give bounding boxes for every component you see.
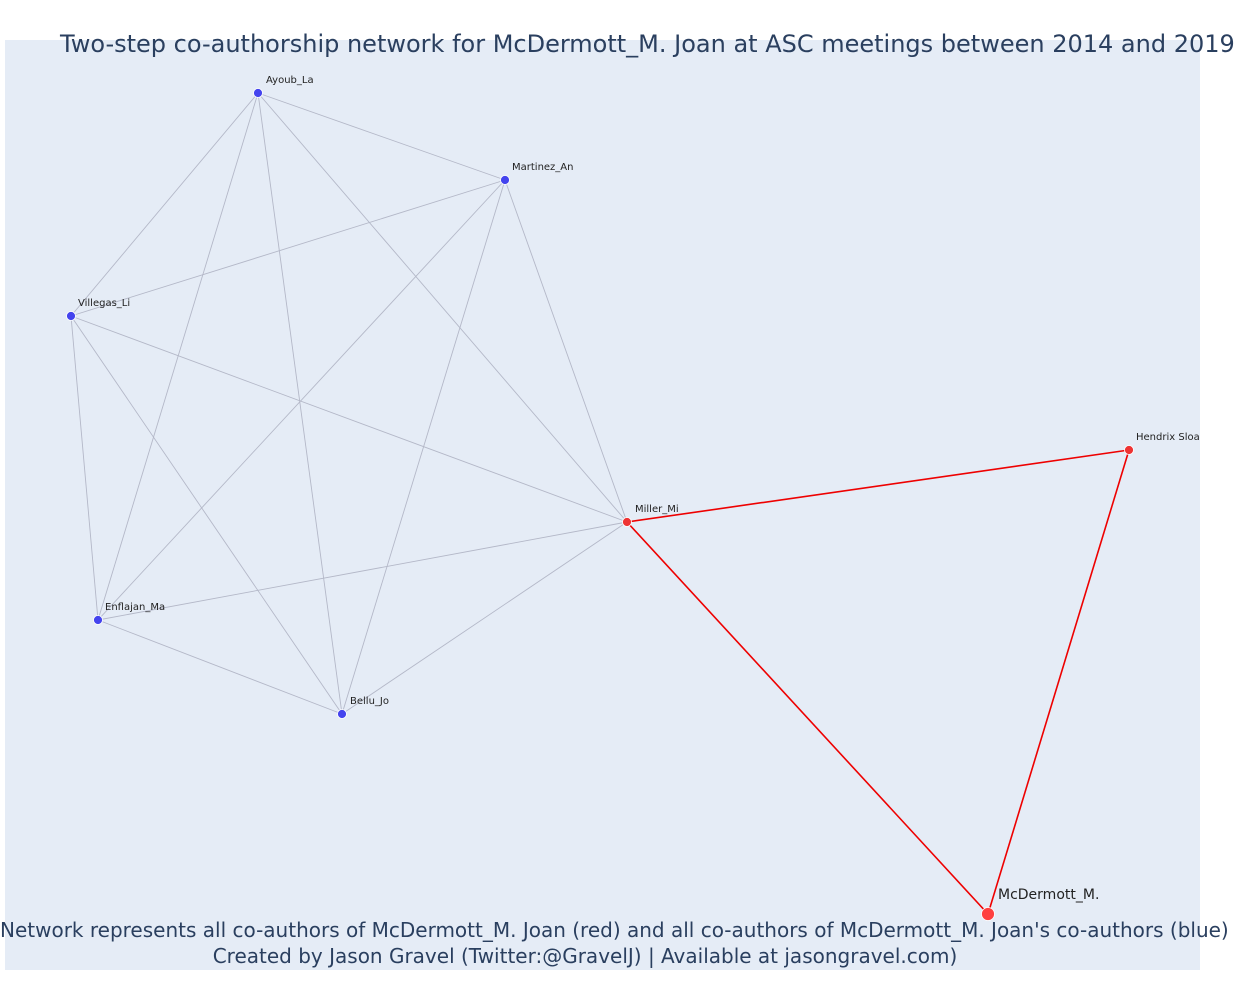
- edge-ayoub-martinez: [257, 92, 506, 181]
- edge-bellu-miller: [341, 521, 628, 715]
- node-label-miller: Miller_Mi: [635, 504, 679, 515]
- node-miller[interactable]: [622, 517, 632, 527]
- edge-enflajan-miller: [97, 521, 628, 621]
- node-label-villegas: Villegas_Li: [78, 298, 130, 309]
- node-label-enflajan: Enflajan_Ma: [105, 602, 165, 613]
- node-hendrix[interactable]: [1124, 445, 1134, 455]
- edge-hendrix-mcdermott: [987, 449, 1130, 915]
- edge-martinez-villegas: [70, 179, 506, 317]
- edge-martinez-miller: [504, 179, 628, 523]
- edge-layer: [70, 92, 1130, 915]
- edge-ayoub-enflajan: [97, 92, 259, 621]
- node-label-hendrix: Hendrix Sloa: [1136, 432, 1200, 443]
- node-ayoub[interactable]: [253, 88, 263, 98]
- edge-enflajan-bellu: [97, 619, 343, 715]
- edge-villegas-enflajan: [70, 315, 99, 621]
- edge-villegas-bellu: [70, 315, 343, 715]
- chart-title: Two-step co-authorship network for McDer…: [60, 30, 1235, 58]
- caption-line-1: Network represents all co-authors of McD…: [0, 918, 1229, 942]
- node-layer: [66, 88, 1134, 921]
- edge-ayoub-bellu: [257, 92, 343, 715]
- caption-line-2: Created by Jason Gravel (Twitter:@Gravel…: [212, 944, 958, 968]
- edge-ayoub-miller: [257, 92, 628, 523]
- node-mcdermott[interactable]: [981, 907, 995, 921]
- edge-ayoub-villegas: [70, 92, 259, 317]
- node-bellu[interactable]: [337, 709, 347, 719]
- edge-miller-hendrix: [626, 449, 1130, 523]
- node-label-mcdermott: McDermott_M.: [998, 887, 1099, 903]
- coauthorship-network: Ayoub_LaMartinez_AnVillegas_LiEnflajan_M…: [66, 75, 1200, 921]
- node-villegas[interactable]: [66, 311, 76, 321]
- edge-villegas-miller: [70, 315, 628, 523]
- edge-miller-mcdermott: [626, 521, 989, 915]
- node-enflajan[interactable]: [93, 615, 103, 625]
- edge-martinez-enflajan: [97, 179, 506, 621]
- node-martinez[interactable]: [500, 175, 510, 185]
- label-layer: Ayoub_LaMartinez_AnVillegas_LiEnflajan_M…: [78, 75, 1200, 903]
- node-label-martinez: Martinez_An: [512, 162, 573, 173]
- node-label-ayoub: Ayoub_La: [266, 75, 314, 86]
- node-label-bellu: Bellu_Jo: [350, 696, 389, 707]
